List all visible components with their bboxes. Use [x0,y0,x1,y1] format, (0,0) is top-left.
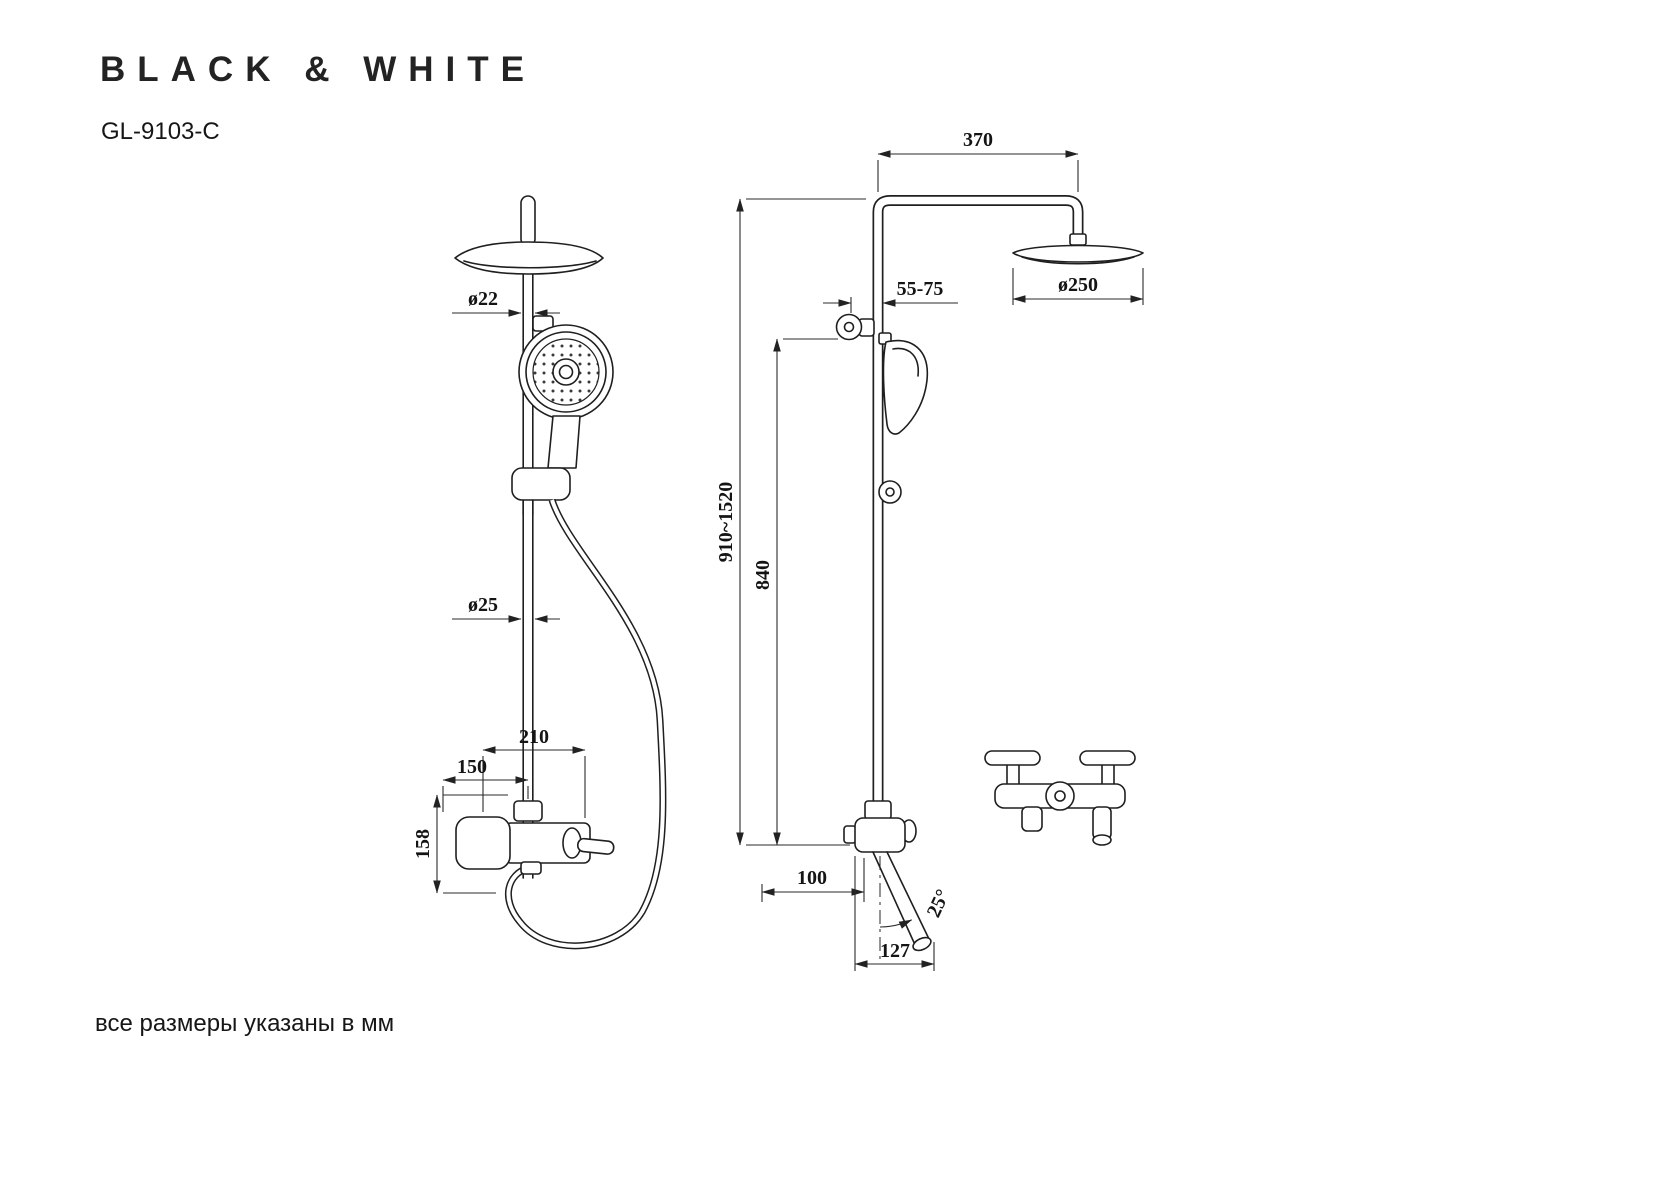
pole-top-cap [520,195,536,247]
mixer-detail-outlet-tip [1092,834,1112,846]
mixer-escutcheon-front [513,800,543,822]
dim-mixer-width: 210 [482,726,586,818]
hand-shower-handle [547,415,581,469]
mixer-detail-left-outlet [1021,806,1043,832]
dim-label-pole: ø25 [468,594,498,616]
shower-pipe-side [872,195,1084,848]
rain-head-front [454,241,604,275]
shower-hose [505,498,667,950]
dim-height-range: 910~1520 [715,198,866,846]
dim-wall-distance: 55-75 [823,278,958,313]
left-handle-bar [984,750,1041,766]
wall-bracket-side [835,313,875,341]
dim-pole-diameter: ø25 [452,594,560,623]
units-note: все размеры указаны в мм [95,1010,395,1037]
dim-label-arm-reach: 370 [963,129,993,151]
mixer-lever-arm [576,837,615,855]
dim-mixer-height: 158 [412,794,508,894]
dim-label-mixer-width: 210 [519,726,549,748]
mixer-spout [872,851,932,952]
hand-shower-front [518,324,614,469]
dim-label-wall-distance: 55-75 [897,278,944,300]
left-handle-stem [1006,763,1020,787]
dim-label-spout-length: 127 [880,940,910,962]
dim-label-pole-upper: ø22 [468,288,498,310]
dim-spout-reach: 100 [761,858,865,902]
dim-label-mixer-to-pole: 150 [457,756,487,778]
rain-head-nut [1069,233,1087,246]
dim-head-diameter: ø250 [1012,268,1144,305]
mixer-escutcheon-side [864,800,892,820]
hand-shower-side [878,332,929,435]
shower-pole-front [520,195,536,879]
mixer-detail-boss [1045,781,1075,811]
mixer-side [843,800,932,962]
mixer-front [455,800,615,875]
mixer-body-side [854,817,906,853]
dim-arm-reach: 370 [877,129,1079,192]
dim-label-spout-angle: 25° [923,886,955,921]
dim-height-to-bracket: 840 [752,338,838,846]
right-handle-bar [1079,750,1136,766]
model-number: GL-9103-C [101,118,220,145]
mixer-detail-view [984,750,1136,846]
brand-logo: BLACK & WHITE [100,50,536,89]
dim-mixer-to-pole: 150 [442,756,529,812]
mixer-hose-outlet [520,861,542,875]
slider-holder-front [511,467,571,516]
mixer-left-cap [455,816,511,870]
dim-label-head-diameter: ø250 [1058,274,1098,296]
bracket-knob [835,313,863,341]
side-view: 370 55-75 ø250 910~1520 [715,129,1144,971]
dim-label-height-to-bracket: 840 [752,560,774,590]
front-view: ø22 ø25 210 150 [412,195,667,950]
dim-pole-upper-diameter: ø22 [452,288,560,317]
rain-head-side [1012,233,1144,265]
diverter-knob-side [878,480,902,504]
dim-label-spout-reach: 100 [797,867,827,889]
dim-label-mixer-height: 158 [412,829,434,859]
right-handle-stem [1101,763,1115,787]
dim-label-height-range: 910~1520 [715,482,737,562]
dim-spout-length: 127 [854,856,935,971]
